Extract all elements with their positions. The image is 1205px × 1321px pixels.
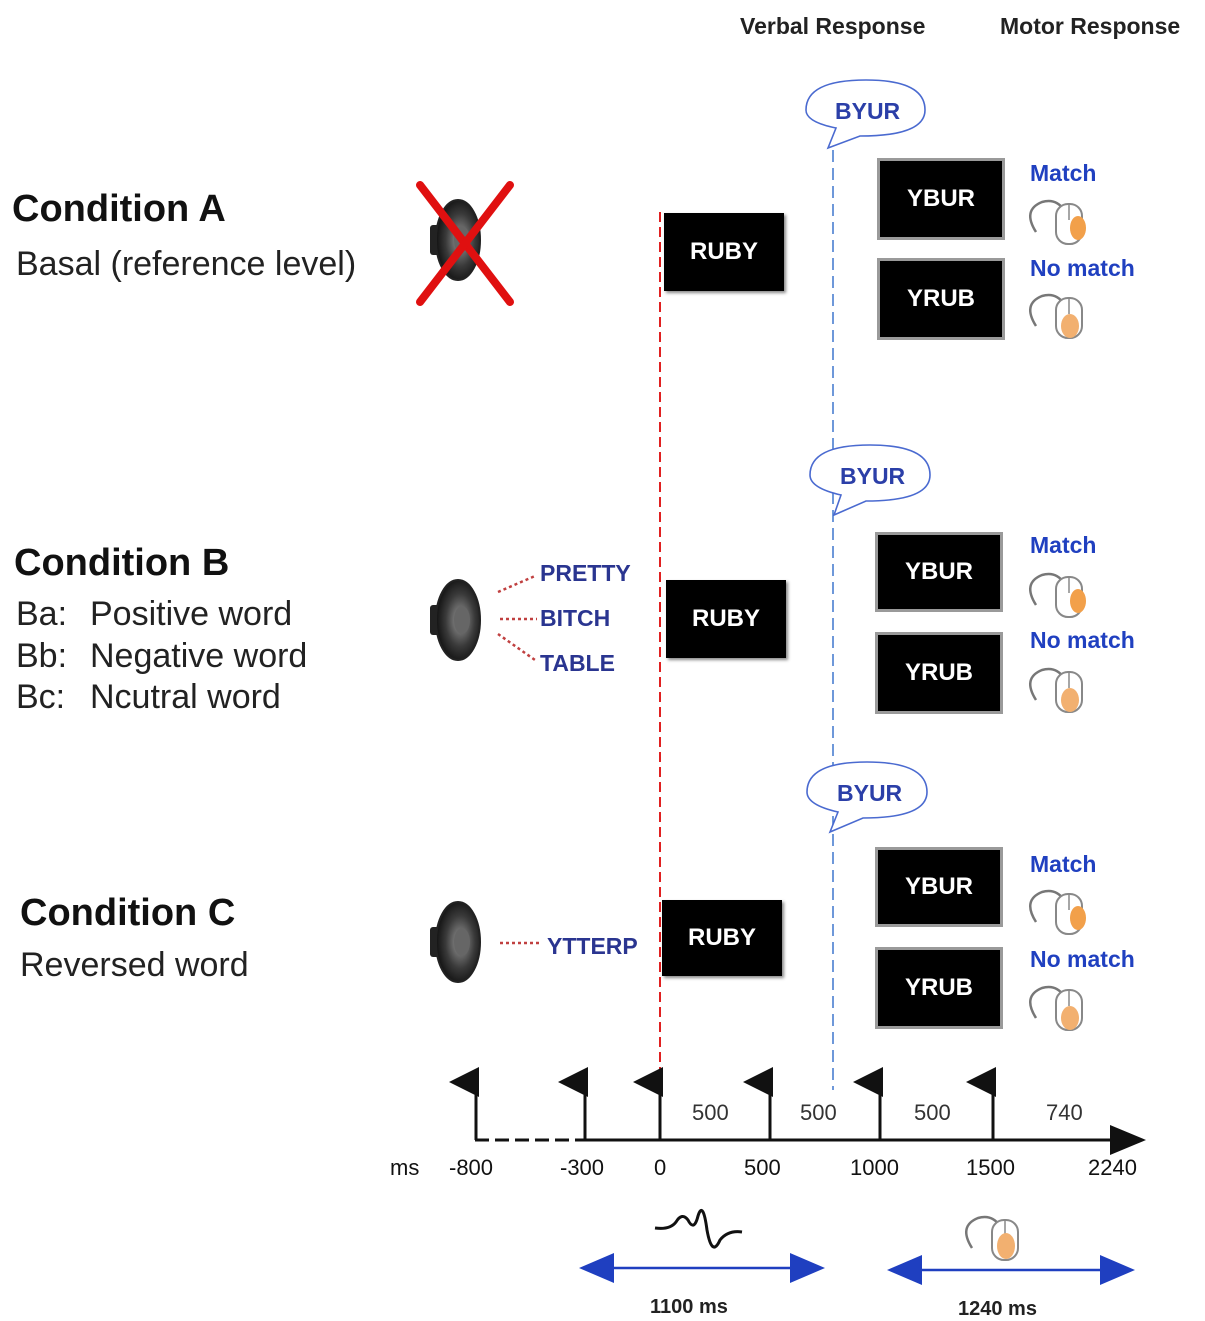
verbal-response-b: BYUR — [840, 463, 906, 489]
condition-code: Ba: — [16, 595, 68, 633]
speaker-icon — [429, 901, 481, 983]
mouse-hand-icon — [1028, 572, 1086, 619]
condition-code: Bb: — [16, 637, 68, 675]
tick-label: 1000 — [850, 1155, 899, 1180]
condition-text: Negative word — [90, 637, 308, 675]
choice-box-match-a: YBUR — [877, 158, 1005, 240]
mouse-hand-icon — [1028, 199, 1086, 246]
nomatch-label-a: No match — [1030, 255, 1135, 281]
mouse-hand-icon — [1028, 985, 1084, 1032]
choice-box-nomatch-c: YRUB — [875, 947, 1003, 1029]
verbal-response-a: BYUR — [835, 98, 901, 124]
word-connectors — [497, 574, 540, 945]
choice-box-nomatch-a: YRUB — [877, 258, 1005, 340]
word-bitch: BITCH — [540, 605, 611, 631]
stimulus-box-a: RUBY — [664, 213, 784, 291]
choice-box-match-b: YBUR — [875, 532, 1003, 612]
mouse-hand-icon — [1028, 293, 1084, 340]
choice-box-nomatch-b: YRUB — [875, 632, 1003, 714]
speech-bubble-icon — [809, 444, 931, 517]
tick-label: 500 — [744, 1155, 781, 1180]
speaker-icon — [429, 579, 481, 661]
interval-label: 500 — [914, 1100, 951, 1125]
condition-c-title: Condition C — [20, 892, 236, 934]
tick-label: -800 — [449, 1155, 494, 1180]
nomatch-label-c: No match — [1030, 946, 1135, 972]
cross-icon — [416, 181, 514, 306]
interval-label: 740 — [1046, 1100, 1083, 1125]
match-label-b: Match — [1030, 532, 1097, 558]
condition-code: Bc: — [16, 678, 66, 716]
motor-response-header: Motor Response — [1000, 13, 1181, 39]
interval-label: 500 — [800, 1100, 837, 1125]
condition-text: Positive word — [90, 595, 293, 633]
condition-text: Ncutral word — [90, 678, 281, 716]
condition-b-line-ba: Ba: Positive word — [16, 595, 292, 634]
interval-label: 500 — [692, 1100, 729, 1125]
tick-label: 2240 — [1088, 1155, 1137, 1180]
condition-a-title: Condition A — [12, 188, 226, 230]
word-pretty: PRETTY — [540, 560, 631, 586]
axis-unit-label: ms — [390, 1155, 420, 1180]
verbal-response-c: BYUR — [837, 780, 903, 806]
speech-bubble-icon — [806, 761, 928, 834]
nomatch-label-b: No match — [1030, 627, 1135, 653]
stimulus-box-c: RUBY — [662, 900, 782, 976]
mouse-hand-icon — [1028, 889, 1086, 936]
duration-label-motor: 1240 ms — [958, 1298, 1037, 1320]
duration-label-erp: 1100 ms — [650, 1296, 728, 1318]
word-table: TABLE — [540, 650, 615, 676]
match-label-c: Match — [1030, 851, 1097, 877]
condition-b-line-bb: Bb: Negative word — [16, 637, 307, 676]
mouse-hand-icon — [1028, 667, 1084, 714]
condition-b-title: Condition B — [14, 542, 230, 584]
choice-box-match-c: YBUR — [875, 847, 1003, 927]
stimulus-box-b: RUBY — [666, 580, 786, 658]
tick-label: 1500 — [966, 1155, 1015, 1180]
condition-b-line-bc: Bc: Ncutral word — [16, 678, 281, 717]
timeline-event-arrows — [449, 1067, 996, 1140]
word-ytterp: YTTERP — [547, 933, 638, 959]
tick-label: 0 — [654, 1155, 667, 1180]
erp-wave-icon — [654, 1208, 743, 1249]
mouse-hand-icon — [964, 1215, 1020, 1262]
tick-label: -300 — [560, 1155, 605, 1180]
condition-c-description: Reversed word — [20, 946, 249, 984]
speech-bubble-icon — [805, 79, 926, 150]
condition-a-description: Basal (reference level) — [16, 245, 357, 283]
match-label-a: Match — [1030, 160, 1097, 186]
verbal-response-header: Verbal Response — [740, 13, 926, 39]
